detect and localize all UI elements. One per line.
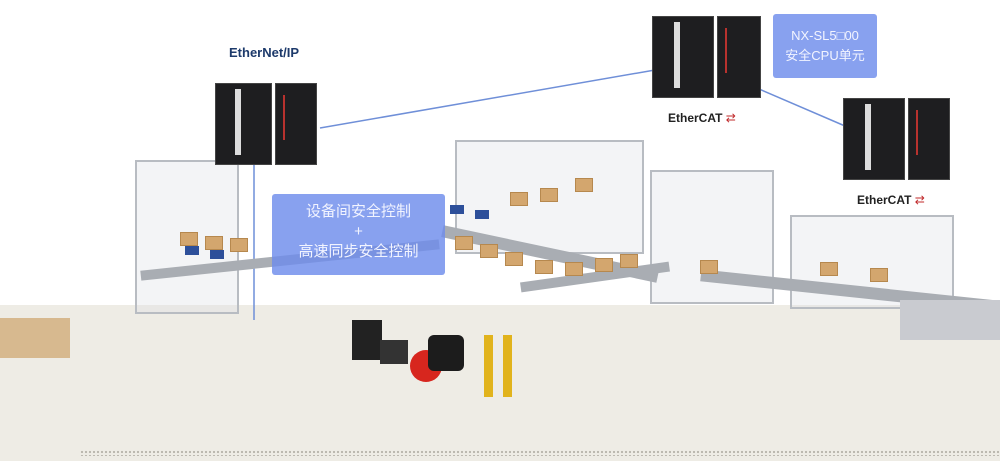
plc-ethercat-node	[843, 90, 950, 180]
ethercat-logo: EtherCAT ⇄	[668, 111, 736, 125]
light-curtain	[503, 335, 512, 397]
safety-control-label: 设备间安全控制+高速同步安全控制	[272, 194, 445, 275]
ethernet-ip-logo: EtherNet/IP	[229, 45, 300, 60]
plc-safety-cpu	[652, 8, 761, 98]
dotted-divider	[80, 450, 1000, 456]
ethercat-logo: EtherCAT ⇄	[857, 193, 925, 207]
ethernet-link-line	[319, 69, 656, 129]
ethercat-link-line	[751, 85, 846, 127]
light-curtain	[484, 335, 493, 397]
floor-background	[0, 305, 1000, 461]
plc-controller-ethernet	[215, 75, 320, 165]
